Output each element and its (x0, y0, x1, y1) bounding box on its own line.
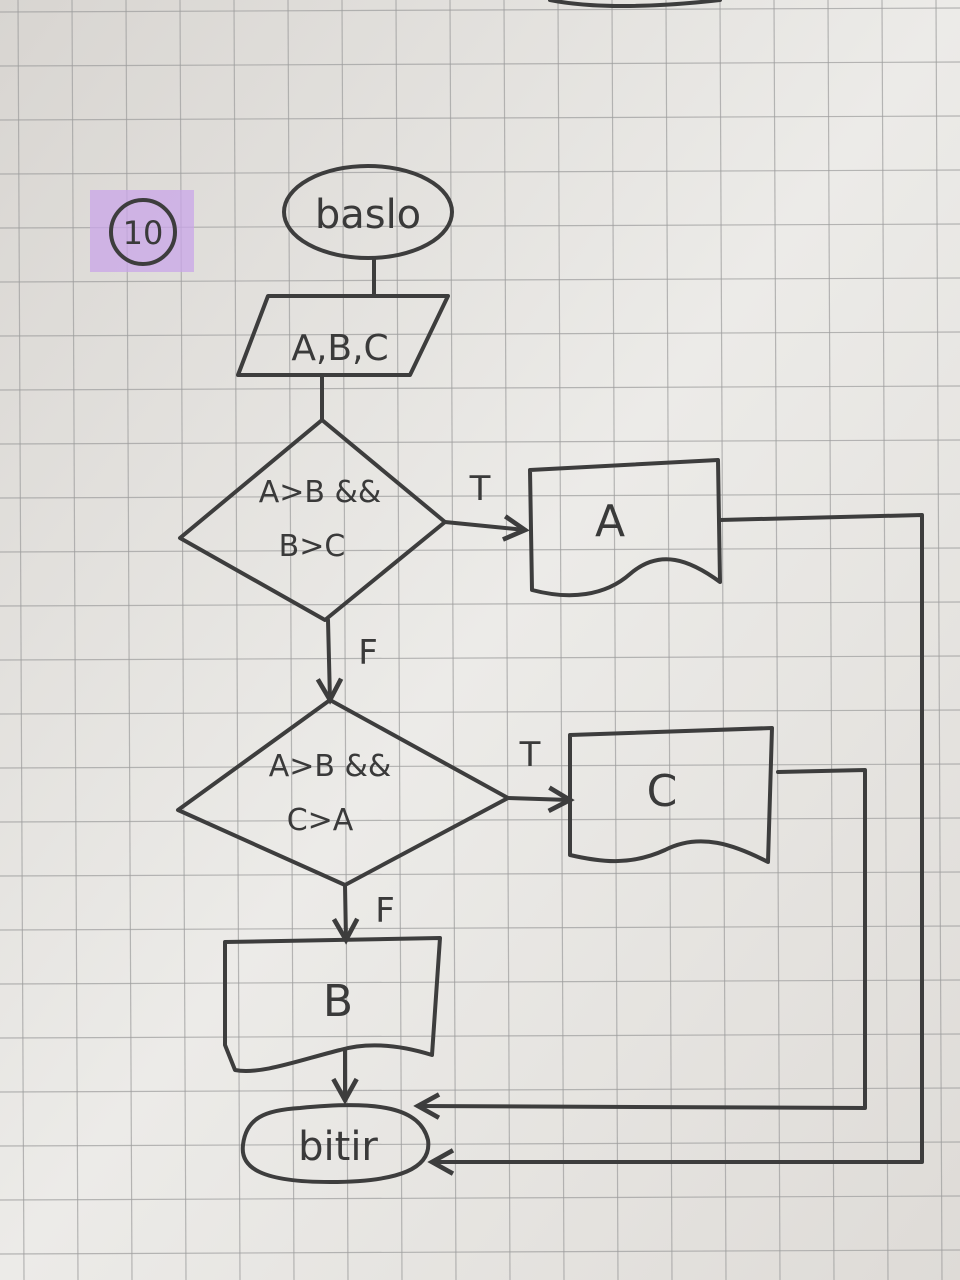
grid-line-horizontal (0, 709, 960, 715)
grid-line-horizontal (0, 547, 960, 553)
grid-line-vertical (827, 0, 835, 1280)
input-label: A,B,C (291, 328, 388, 369)
grid-line-vertical (71, 0, 79, 1280)
grid-line-vertical (881, 0, 889, 1280)
decision2-line1: A>B && (269, 749, 392, 784)
grid-line-horizontal (0, 115, 960, 121)
decision1-diamond (178, 418, 447, 622)
grid-line-vertical (935, 0, 943, 1280)
grid-line-vertical (503, 0, 511, 1280)
grid-line-horizontal (0, 1033, 960, 1039)
grid-line-horizontal (0, 979, 960, 985)
output-c-document (568, 726, 774, 864)
grid-line-vertical (719, 0, 727, 1280)
decision2-false-label: F (375, 891, 395, 931)
decision1-line2: B>C (279, 529, 346, 564)
grid-line-vertical (395, 0, 403, 1280)
decision1-true-label: T (469, 469, 491, 509)
grid-line-horizontal (0, 7, 960, 13)
page-number: 10 (123, 214, 164, 252)
grid-line-horizontal (0, 1087, 960, 1093)
start-terminal (282, 164, 454, 260)
output-a-label: A (595, 496, 625, 547)
connector-c-end (418, 768, 867, 1108)
decision1-line1: A>B && (259, 475, 382, 510)
decision1-false-arrow (328, 618, 330, 700)
grid-line-vertical (233, 0, 241, 1280)
grid-line-horizontal (0, 601, 960, 607)
decision2-line2: C>A (287, 803, 354, 838)
input-parallelogram (236, 294, 450, 377)
grid-line-horizontal (0, 1195, 960, 1201)
grid-line-horizontal (0, 1249, 960, 1255)
grid-line-vertical (287, 0, 295, 1280)
decision2-false-arrow (345, 883, 346, 940)
grid-line-horizontal (0, 655, 960, 661)
grid-line-horizontal (0, 493, 960, 499)
grid-line-horizontal (0, 871, 960, 877)
grid-line-horizontal (0, 277, 960, 283)
grid-line-horizontal (0, 169, 960, 175)
grid-line-vertical (17, 0, 25, 1280)
output-b-document (223, 936, 442, 1073)
decision1-true-arrow (443, 522, 525, 530)
decision1-false-label: F (358, 633, 378, 673)
decision2-true-label: T (519, 735, 541, 775)
grid-line-horizontal (0, 763, 960, 769)
grid-line-horizontal (0, 439, 960, 445)
start-label: baslo (315, 192, 421, 238)
decision2-true-arrow (506, 798, 570, 800)
previous-drawing-fragment (548, 0, 722, 8)
output-b-label: B (323, 976, 353, 1027)
grid-line-horizontal (0, 385, 960, 391)
end-terminal (240, 1103, 431, 1184)
grid-line-vertical (611, 0, 619, 1280)
grid-line-vertical (557, 0, 565, 1280)
output-a-document (528, 458, 722, 598)
grid-line-horizontal (0, 817, 960, 823)
grid-line-vertical (665, 0, 673, 1280)
connector-a-end (432, 513, 924, 1162)
output-c-label: C (647, 766, 678, 817)
grid-line-horizontal (0, 61, 960, 67)
grid-line-horizontal (0, 925, 960, 931)
grid-line-horizontal (0, 331, 960, 337)
page-number-circle (109, 198, 177, 266)
grid-line-vertical (773, 0, 781, 1280)
end-label: bitir (298, 1124, 378, 1170)
grid-line-horizontal (0, 1141, 960, 1147)
